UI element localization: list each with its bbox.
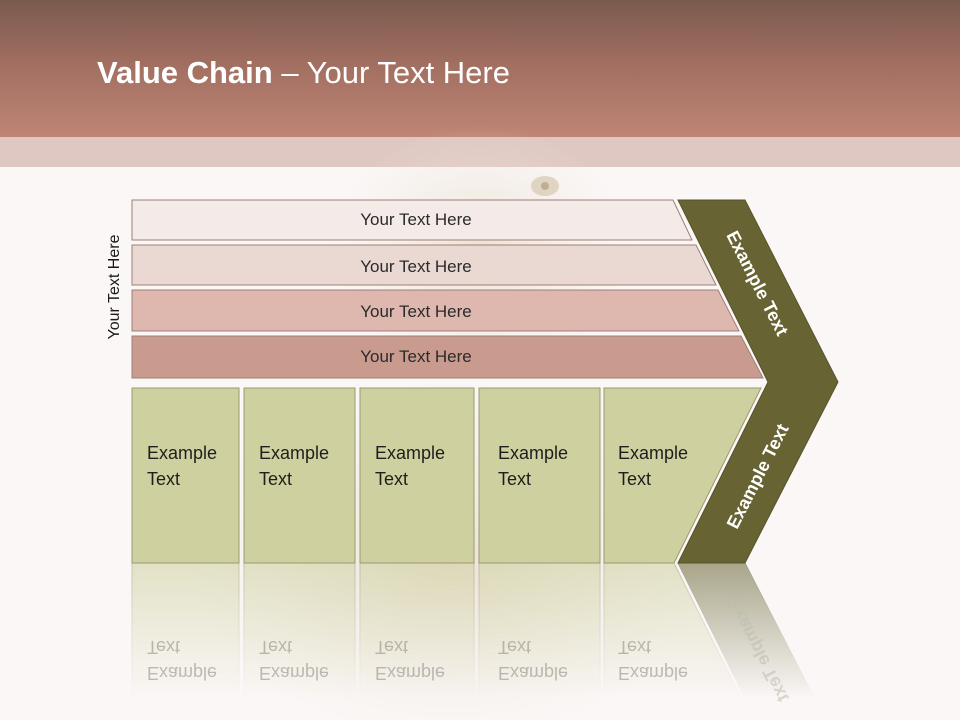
row-label-3: Your Text Here	[360, 302, 472, 321]
activity-box-4[interactable]	[478, 387, 601, 564]
title-bold: Value Chain	[97, 55, 273, 90]
chevron-shape[interactable]	[677, 199, 839, 564]
reflected-box-label-3: ExampleText	[375, 637, 445, 683]
slide-title: Value Chain – Your Text Here	[97, 55, 510, 91]
row-label-4: Your Text Here	[360, 347, 472, 366]
reflected-box-label-4: ExampleText	[498, 637, 568, 683]
row-label-1: Your Text Here	[360, 210, 472, 229]
activity-box-2[interactable]	[243, 387, 356, 564]
reflected-box-label-5: ExampleText	[618, 637, 688, 683]
row-band-4[interactable]	[131, 335, 764, 379]
title-rest: – Your Text Here	[272, 55, 510, 90]
row-label-2: Your Text Here	[360, 257, 472, 276]
activity-box-1[interactable]	[131, 387, 240, 564]
reflection	[131, 562, 827, 720]
row-band-2[interactable]	[131, 244, 717, 286]
row-band-3[interactable]	[131, 289, 740, 332]
row-band-1[interactable]	[131, 199, 693, 241]
reflected-box-label-2: ExampleText	[259, 637, 329, 683]
activity-box-3[interactable]	[359, 387, 475, 564]
reflected-box-label-1: ExampleText	[147, 637, 217, 683]
title-band	[0, 0, 960, 137]
